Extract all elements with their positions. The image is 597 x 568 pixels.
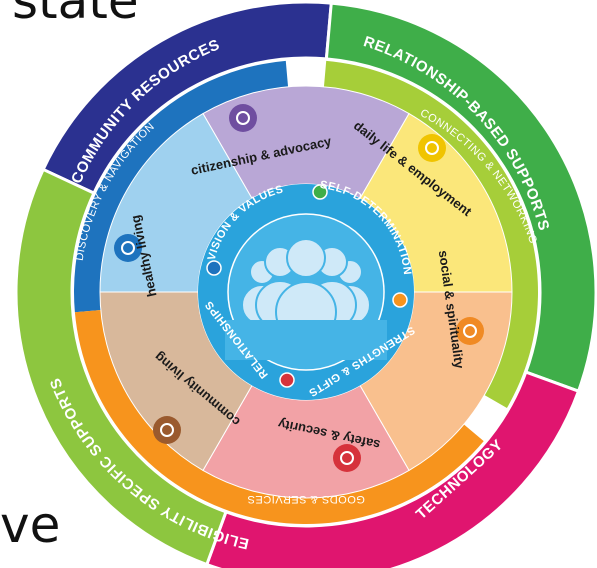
apple-icon xyxy=(114,234,142,262)
advocacy-icon xyxy=(229,104,257,132)
middle-ring-segment-connecting-networking xyxy=(323,60,538,408)
apple-icon-glyph xyxy=(121,241,135,255)
people-icon xyxy=(456,317,484,345)
house-icon-glyph xyxy=(160,423,174,437)
strengths-icon xyxy=(392,292,408,308)
people-icon-glyph xyxy=(463,324,477,338)
middle-ring-segment-goods-services xyxy=(74,309,484,524)
relationships-icon xyxy=(279,372,295,388)
sun-icon-glyph xyxy=(425,141,439,155)
sun-icon xyxy=(418,134,446,162)
house-icon xyxy=(153,416,181,444)
background-text-top: state xyxy=(12,0,139,30)
vision-icon xyxy=(206,260,222,276)
mouse-icon xyxy=(333,444,361,472)
people-group-icon xyxy=(225,238,387,360)
middle-ring-segment-discovery-navigation xyxy=(74,60,289,313)
advocacy-icon-glyph xyxy=(236,111,250,125)
core-circle xyxy=(198,184,414,400)
mouse-icon-glyph xyxy=(340,451,354,465)
life-domain-segments xyxy=(99,85,513,499)
middle-label-goods-services: GOODS & SERVICES xyxy=(247,493,365,505)
background-text-bottom: ve xyxy=(0,496,61,554)
self-determination-icon xyxy=(312,184,328,200)
